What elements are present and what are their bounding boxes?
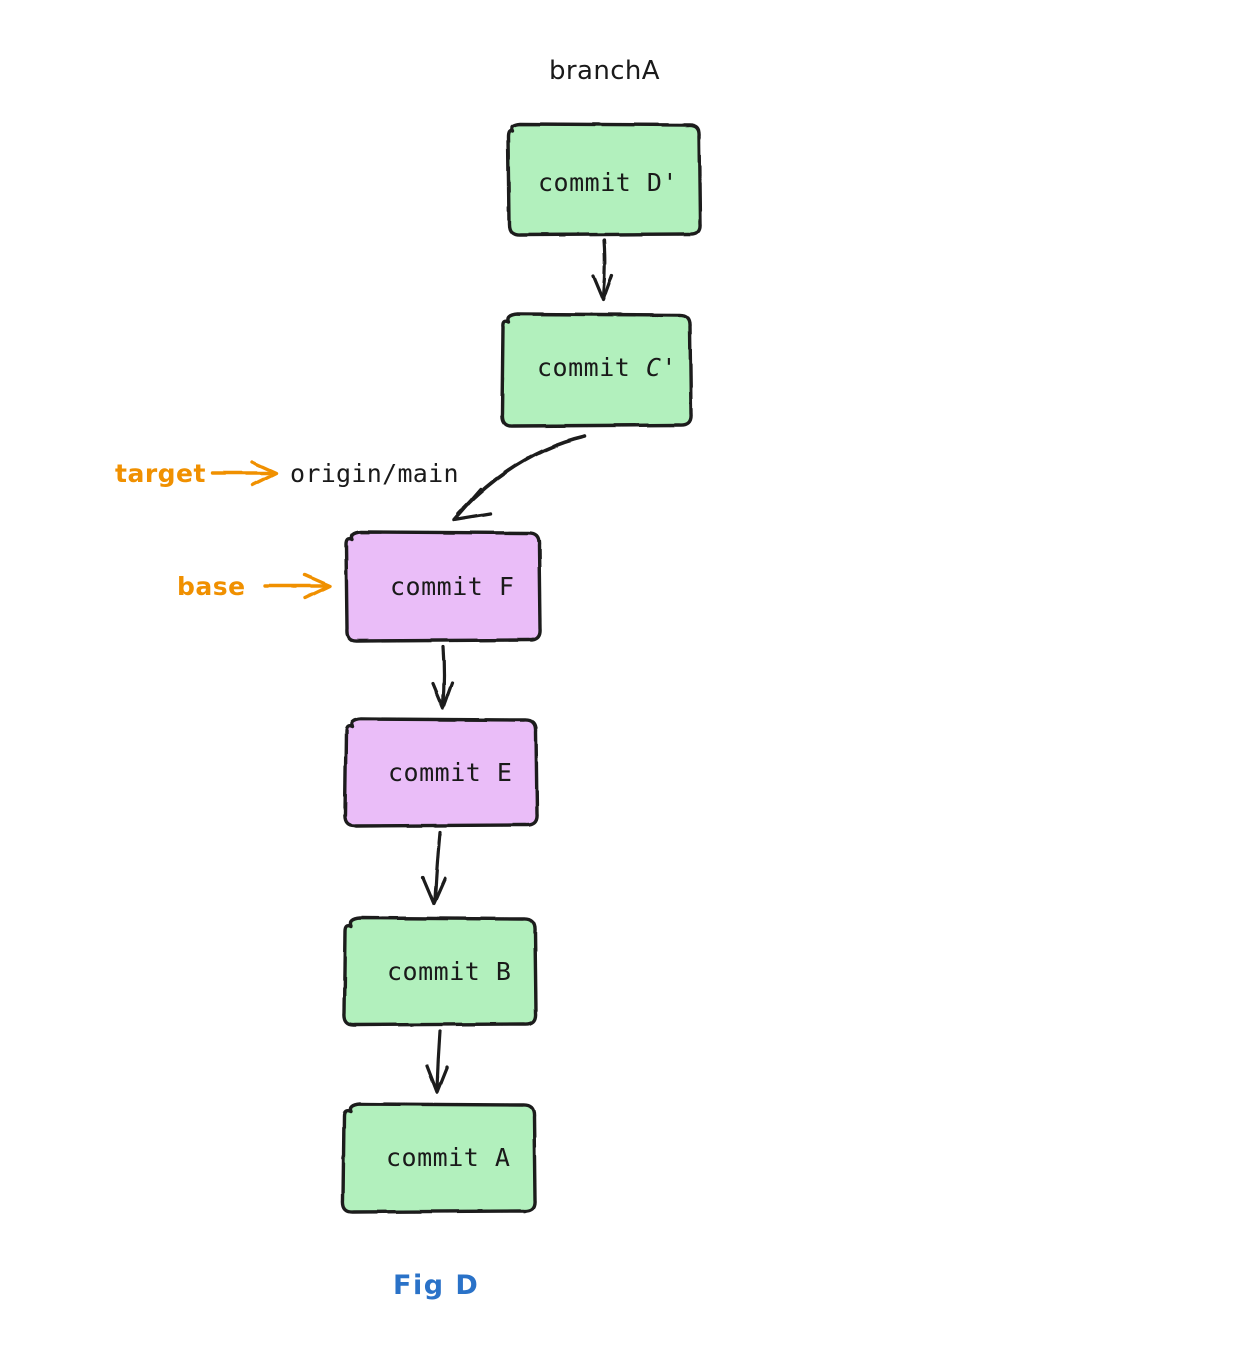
node-commit-d-prime[interactable]: [506, 122, 702, 237]
node-commit-e[interactable]: [343, 717, 539, 828]
node-shape-commit-a: [341, 1102, 537, 1214]
branch-label-brancha: branchA: [549, 56, 660, 86]
node-shape-d-prime: [506, 122, 702, 237]
node-label-commit-a: commit A: [386, 1143, 511, 1172]
node-label-commit-c-prime: commit C': [537, 355, 677, 380]
ref-label-origin-main: origin/main: [290, 459, 459, 488]
node-label-commit-c-prime-base: commit: [537, 353, 646, 382]
edge-commit-e-to-commit-b: [421, 830, 447, 906]
edge-d-prime-to-c-prime: [591, 238, 614, 302]
annotation-arrow-target: [210, 460, 278, 487]
node-commit-c-prime[interactable]: [500, 312, 693, 428]
node-shape-c-prime: [500, 312, 693, 428]
edge-commit-f-to-commit-e: [431, 645, 454, 710]
node-label-commit-c-prime-suffix: C': [645, 353, 677, 382]
node-label-commit-b: commit B: [387, 957, 512, 986]
annotation-arrow-base: [263, 573, 332, 600]
edge-c-prime-to-commit-f: [452, 434, 587, 522]
node-label-commit-d-prime-text: commit D': [538, 168, 678, 197]
annotation-label-base: base: [177, 572, 246, 601]
node-label-commit-f: commit F: [390, 572, 515, 601]
node-label-commit-e: commit E: [388, 758, 513, 787]
node-commit-a[interactable]: [341, 1102, 537, 1214]
node-shape-commit-f: [344, 530, 542, 643]
figure-caption: Fig D: [393, 1270, 480, 1301]
edge-commit-b-to-commit-a: [425, 1029, 449, 1094]
node-commit-f[interactable]: [344, 530, 542, 643]
annotation-label-target: target: [115, 459, 206, 488]
node-label-commit-d-prime: commit D': [538, 170, 678, 195]
node-shape-commit-b: [342, 916, 538, 1027]
node-shape-commit-e: [343, 717, 539, 828]
node-commit-b[interactable]: [342, 916, 538, 1027]
